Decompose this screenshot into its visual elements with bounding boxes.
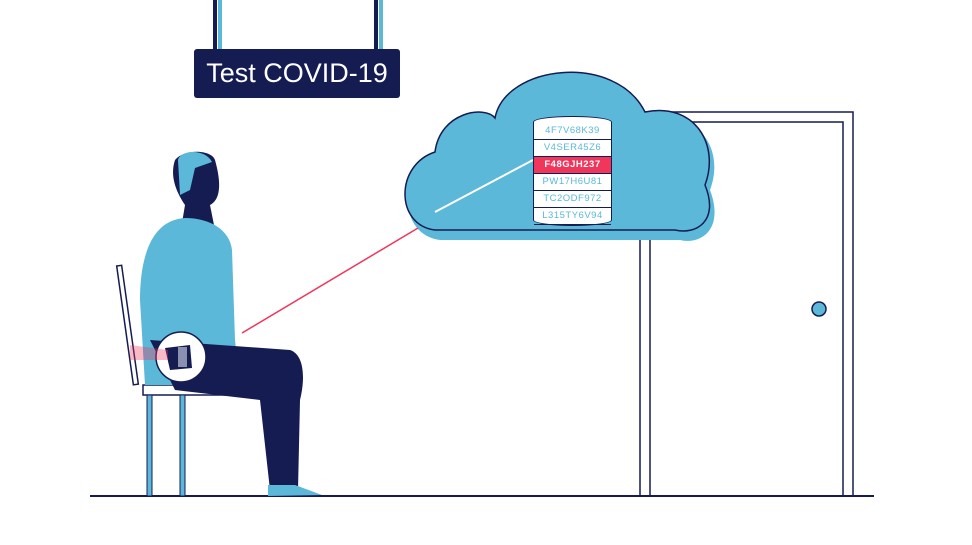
db-record: V4SER45Z6 (534, 140, 611, 157)
database-cylinder: 4F7V68K39 V4SER45Z6 F48GJH237 PW17H6U81 … (533, 116, 612, 226)
door (639, 111, 854, 497)
db-record: PW17H6U81 (534, 174, 611, 191)
db-record-highlighted: F48GJH237 (534, 157, 611, 174)
person (130, 151, 322, 496)
db-record: L315TY6V94 (534, 208, 611, 225)
db-record: TC2ODF972 (534, 191, 611, 208)
scan-link-line (241, 227, 419, 334)
sign-posts (213, 0, 383, 50)
door-knob (811, 301, 827, 317)
db-record: 4F7V68K39 (534, 123, 611, 140)
covid-test-sign: Test COVID-19 (194, 49, 400, 98)
